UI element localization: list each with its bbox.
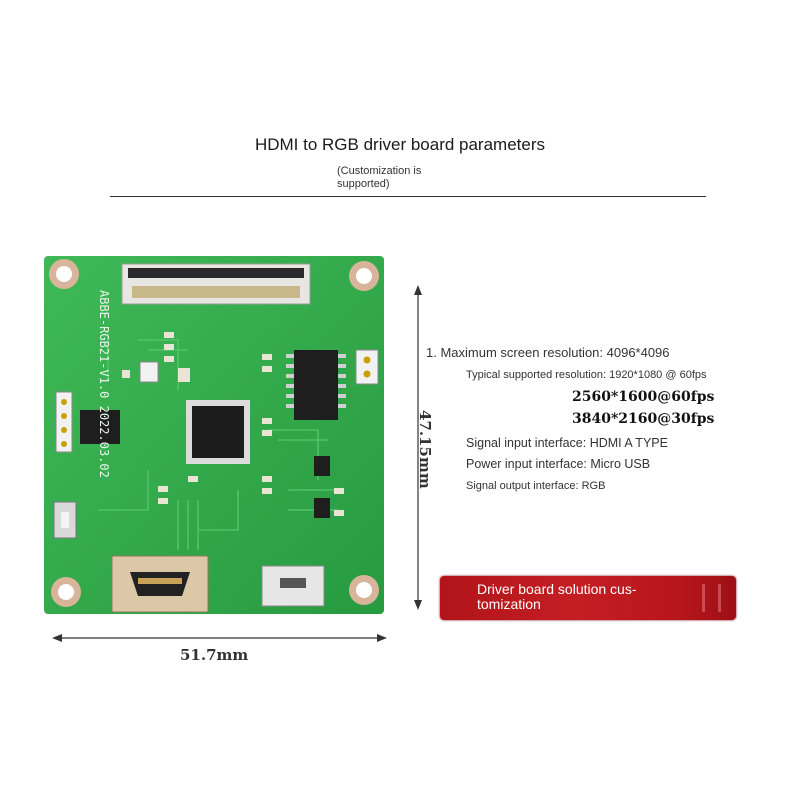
fpc-connector	[121, 263, 311, 305]
driver-board-image: ABBE-RGB21-V1.0 2022.03.02	[38, 250, 393, 620]
spec-signal-input: Signal input interface: HDMI A TYPE	[466, 436, 668, 450]
customization-button[interactable]: Driver board solution cus-tomization	[440, 576, 736, 620]
push-button-switch	[53, 501, 77, 539]
spec-signal-output: Signal output interface: RGB	[466, 480, 606, 492]
mounting-holes	[49, 259, 379, 607]
cta-decoration	[702, 584, 705, 612]
board-silkscreen: ABBE-RGB21-V1.0 2022.03.02	[97, 290, 111, 478]
spec-typical-resolution: Typical supported resolution: 1920*1080 …	[466, 369, 707, 381]
height-dimension-arrow	[414, 285, 422, 610]
customization-button-label: Driver board solution cus-tomization	[477, 581, 637, 612]
transistors	[314, 456, 330, 518]
title-divider	[110, 196, 706, 197]
main-chip	[186, 400, 250, 464]
height-dimension-label: 47.15mm	[416, 410, 434, 489]
page-subtitle: (Customization is supported)	[337, 165, 422, 190]
page-title: HDMI to RGB driver board parameters	[254, 135, 546, 154]
spec-res-2k: 2560*1600@60fps	[572, 389, 715, 405]
pin-header-left	[55, 391, 73, 453]
pcb-illustration: ABBE-RGB21-V1.0 2022.03.02	[44, 256, 384, 614]
pin-header-right	[355, 349, 379, 385]
right-chip	[286, 350, 346, 420]
spec-max-resolution: 1. Maximum screen resolution: 4096*4096	[426, 345, 670, 360]
hdmi-port	[111, 555, 209, 613]
cta-decoration	[718, 584, 721, 612]
crystal-oscillator	[139, 361, 159, 383]
spec-res-4k: 3840*2160@30fps	[572, 411, 715, 427]
left-chip	[80, 410, 120, 444]
width-dimension-arrow	[52, 634, 387, 642]
micro-usb-port	[261, 565, 325, 607]
width-dimension-label: 51.7mm	[180, 646, 249, 664]
spec-power-input: Power input interface: Micro USB	[466, 457, 651, 471]
